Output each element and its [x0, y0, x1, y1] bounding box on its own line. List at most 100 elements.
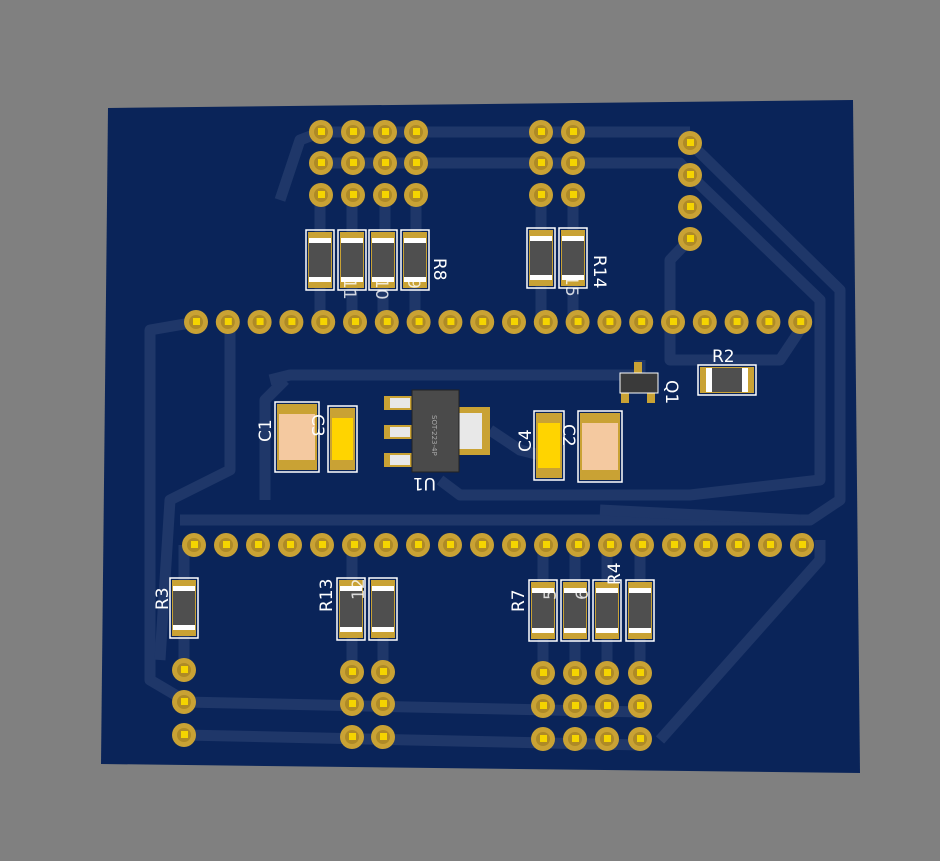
- through-hole-pad: [310, 533, 334, 557]
- through-hole-pad: [595, 694, 619, 718]
- through-hole-pad: [726, 533, 750, 557]
- capacitor-c3: [327, 405, 358, 473]
- smd-resistor: [169, 577, 199, 639]
- copper-trace: [268, 369, 640, 386]
- through-hole-pad: [340, 660, 364, 684]
- through-hole-pad: [311, 310, 336, 334]
- through-hole-pad: [628, 727, 652, 751]
- through-hole-pad: [531, 727, 555, 751]
- through-hole-pad: [406, 310, 431, 334]
- through-hole-pad: [373, 151, 397, 175]
- through-hole-pad: [694, 533, 718, 557]
- label-r4: R4: [605, 562, 625, 585]
- through-hole-pad: [371, 692, 395, 716]
- label-r10: 10: [371, 278, 391, 300]
- copper-trace: [180, 139, 846, 526]
- through-hole-pad: [172, 690, 196, 714]
- through-hole-pad: [628, 694, 652, 718]
- through-hole-pad: [598, 533, 622, 557]
- through-hole-pad: [678, 163, 702, 187]
- through-hole-pad: [561, 151, 585, 175]
- label-r12: 12: [349, 578, 369, 600]
- through-hole-pad: [279, 310, 304, 334]
- through-hole-pad: [215, 310, 240, 334]
- through-hole-pad: [374, 533, 398, 557]
- through-hole-pad: [678, 195, 702, 219]
- through-hole-pad: [343, 310, 367, 334]
- through-hole-pad: [172, 658, 196, 682]
- through-hole-pad: [342, 533, 366, 557]
- label-r14: R14: [589, 255, 609, 288]
- label-r6: 6: [573, 589, 593, 600]
- through-hole-pad: [340, 725, 364, 749]
- label-q1: Q1: [661, 380, 681, 404]
- through-hole-pad: [534, 533, 558, 557]
- through-hole-pad: [404, 151, 428, 175]
- through-hole-pad: [630, 533, 654, 557]
- through-hole-pad: [341, 151, 365, 175]
- smd-resistor: [368, 229, 398, 291]
- through-hole-pad: [563, 727, 587, 751]
- smd-resistor: [400, 229, 430, 291]
- through-hole-pad: [470, 310, 495, 334]
- capacitor-c4: [533, 410, 565, 481]
- through-hole-pad: [563, 694, 587, 718]
- capacitor-c2: [577, 410, 623, 483]
- label-r11: 11: [339, 278, 359, 300]
- through-hole-pads: [172, 120, 814, 751]
- through-hole-pad: [529, 120, 553, 144]
- through-hole-pad: [502, 310, 526, 334]
- transistor-q1: [619, 362, 659, 403]
- through-hole-pad: [529, 183, 553, 207]
- smd-resistor: [560, 579, 590, 642]
- label-c1: C1: [256, 419, 276, 442]
- through-hole-pad: [246, 533, 270, 557]
- regulator-u1: SOT-223-4P: [384, 389, 490, 473]
- label-u1: U1: [413, 473, 436, 493]
- through-hole-pad: [756, 310, 781, 334]
- through-hole-pad: [595, 661, 619, 685]
- through-hole-pad: [470, 533, 494, 557]
- through-hole-pad: [533, 310, 558, 334]
- smd-resistor: [526, 227, 556, 289]
- through-hole-pad: [309, 120, 333, 144]
- label-r9: 9: [403, 278, 423, 289]
- copper-trace: [599, 504, 801, 526]
- through-hole-pad: [595, 727, 619, 751]
- through-hole-pad: [788, 310, 813, 334]
- label-c4: C4: [516, 429, 536, 452]
- copper-trace: [144, 316, 197, 705]
- through-hole-pad: [661, 310, 685, 334]
- through-hole-pad: [724, 310, 749, 334]
- label-c2: C2: [558, 424, 578, 447]
- through-hole-pad: [502, 533, 526, 557]
- label-r5: 5: [541, 589, 561, 600]
- copper-trace: [154, 320, 236, 661]
- smd-resistor: [558, 227, 588, 289]
- capacitor-c1: [274, 401, 320, 473]
- through-hole-pad: [597, 310, 622, 334]
- through-hole-pad: [341, 183, 365, 207]
- smd-resistor-r2: [697, 364, 757, 396]
- through-hole-pad: [309, 183, 333, 207]
- through-hole-pad: [561, 183, 585, 207]
- label-r15: 15: [561, 275, 581, 297]
- through-hole-pad: [371, 660, 395, 684]
- through-hole-pad: [374, 310, 399, 334]
- through-hole-pad: [563, 661, 587, 685]
- through-hole-pad: [404, 120, 428, 144]
- smd-components: SOT-223-4P: [169, 227, 757, 642]
- smd-resistor: [528, 579, 558, 642]
- through-hole-pad: [531, 661, 555, 685]
- silkscreen-labels: R8 11 10 9 R14 15 R2 Q1 U1 C1 C3 C4 C2 R…: [153, 255, 735, 612]
- smd-resistor: [305, 229, 335, 291]
- through-hole-pad: [438, 310, 463, 334]
- through-hole-pad: [438, 533, 462, 557]
- through-hole-pad: [406, 533, 430, 557]
- smd-resistor: [337, 229, 367, 291]
- through-hole-pad: [678, 227, 702, 251]
- through-hole-pad: [340, 692, 364, 716]
- smd-resistor: [625, 579, 655, 642]
- copper-trace: [259, 376, 289, 500]
